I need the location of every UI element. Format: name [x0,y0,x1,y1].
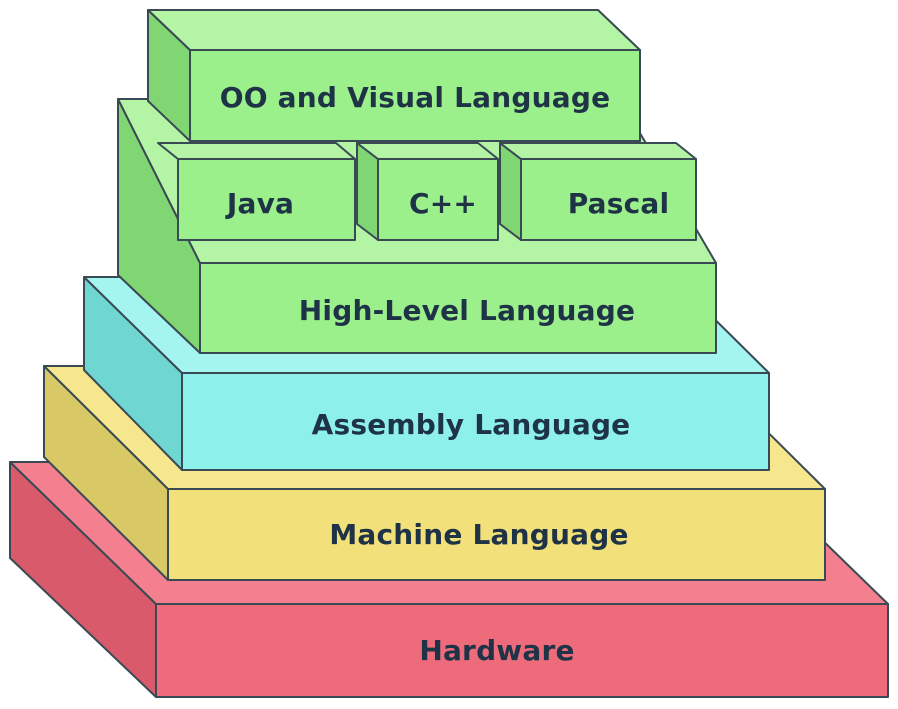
oo-top-face [147,9,641,51]
cpp-label: C++ [408,187,478,220]
assembly-language-label: Assembly Language [311,407,631,441]
cpp-top-face [356,142,499,160]
java-label: Java [226,187,295,220]
java-top-face [157,142,356,160]
cpp-front-face [377,158,499,241]
pascal-front-face [520,158,697,241]
machine-language-label: Machine Language [329,518,629,551]
pascal-top-face [499,142,697,160]
high-level-front-face [199,262,717,354]
oo-visual-language-label: OO and Visual Language [219,81,611,114]
hardware-label: Hardware [419,634,575,667]
java-front-face [177,158,356,241]
assembly-front-face [181,372,770,471]
machine-front-face [167,488,826,581]
pascal-block [499,142,697,241]
hardware-front-face [155,603,889,698]
high-level-language-label: High-Level Language [298,293,636,327]
cpp-block [356,142,499,241]
pascal-label: Pascal [567,187,670,220]
oo-visual-language-block [147,9,641,142]
oo-front-face [189,49,641,142]
java-block [157,142,356,241]
